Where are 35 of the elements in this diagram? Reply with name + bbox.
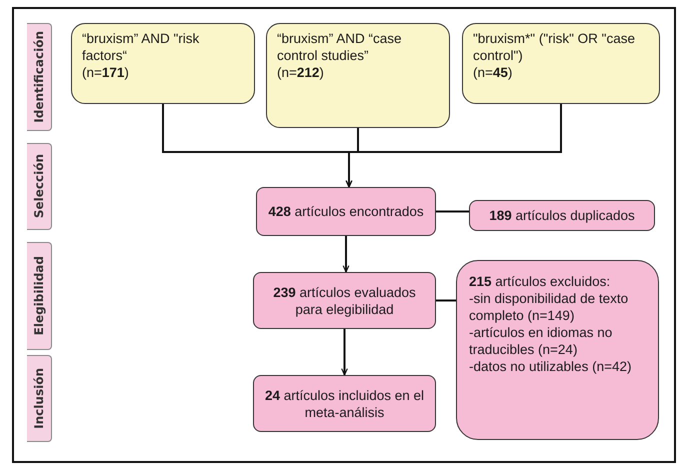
box-text: -sin disponibilidad de texto completo (n=149) xyxy=(469,290,630,324)
stage-label: Inclusión xyxy=(30,368,46,429)
box-text: 215 artículos excluidos: xyxy=(469,273,612,290)
process-box xyxy=(469,200,655,231)
process-box xyxy=(253,272,436,329)
arrow xyxy=(341,329,348,376)
box-text: “bruxism” AND “case control studies” xyxy=(277,30,403,64)
box-text: (n=212) xyxy=(277,64,325,81)
box-text: 24 artículos incluidos en el meta-análisis xyxy=(264,386,426,420)
box-text: 239 artículos evaluados para elegibilidad xyxy=(272,284,417,318)
arrow xyxy=(342,236,350,273)
source-box xyxy=(462,23,660,104)
box-text: 428 artículos encontrados xyxy=(267,203,425,220)
box-text: -datos no utilizables (n=42) xyxy=(469,358,632,375)
exclusion-box xyxy=(456,260,659,440)
box-text: 189 artículos duplicados xyxy=(488,207,636,224)
connector-line xyxy=(436,210,469,212)
box-text: “bruxism” AND "risk factors“ xyxy=(82,30,200,64)
stage-tab xyxy=(27,23,52,131)
source-box xyxy=(71,23,255,104)
arrow xyxy=(346,104,562,188)
stage-tab xyxy=(27,242,52,350)
stage-label: Selección xyxy=(30,154,46,219)
box-text: "bruxism*" ("risk" OR "case control") xyxy=(473,30,636,64)
stage-label: Identificación xyxy=(30,31,46,123)
box-text: (n=45) xyxy=(473,64,514,81)
stage-tab xyxy=(27,143,52,230)
stage-tab xyxy=(27,355,52,442)
connector-line xyxy=(436,300,456,302)
box-text: -artículos en idiomas no traducibles (n=24) xyxy=(469,324,614,358)
box-text: (n=171) xyxy=(82,64,130,81)
process-box xyxy=(253,375,436,432)
process-box xyxy=(256,187,436,236)
source-box xyxy=(266,23,450,128)
stage-label: Elegibilidad xyxy=(30,256,47,336)
